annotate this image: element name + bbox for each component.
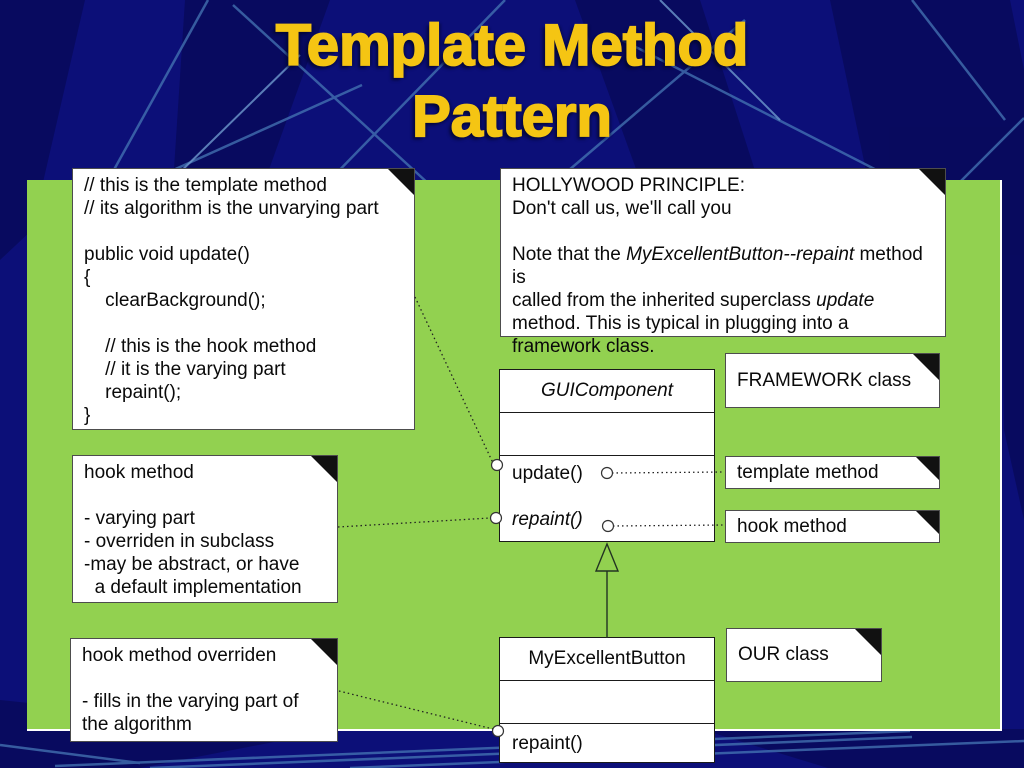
- class-name-myexcellentbutton: MyExcellentButton: [500, 638, 714, 681]
- note-line: clearBackground();: [84, 290, 266, 311]
- our-class-label: OUR class: [726, 628, 882, 682]
- note-line: hook method: [84, 462, 194, 483]
- hook-overridden-note-text: hook method overriden - fills in the var…: [71, 639, 337, 741]
- class-methods: update() repaint(): [500, 462, 714, 532]
- template-method-code-note: // this is the template method// its alg…: [72, 168, 415, 430]
- note-line: // this is the template method: [84, 175, 327, 196]
- class-methods: repaint(): [500, 732, 714, 756]
- note-line: public void update(): [84, 244, 250, 265]
- note-line: a default implementation: [84, 577, 302, 598]
- folded-corner-icon: [916, 511, 939, 534]
- hook-note-text: hook method - varying part- overriden in…: [73, 456, 337, 604]
- note-line: repaint();: [84, 382, 182, 403]
- class-box-myexcellentbutton: MyExcellentButton repaint(): [499, 637, 715, 763]
- page-title: Template Method Pattern: [0, 10, 1024, 152]
- note-line: [84, 220, 403, 243]
- note-line: method. This is typical in plugging into…: [512, 313, 849, 334]
- hollywood-note-text: HOLLYWOOD PRINCIPLE:Don't call us, we'll…: [501, 169, 945, 363]
- title-line-1: Template Method: [275, 12, 749, 79]
- hook-method-overridden-note: hook method overriden - fills in the var…: [70, 638, 338, 742]
- note-line: called from the inherited superclass upd…: [512, 290, 875, 311]
- folded-corner-icon: [855, 629, 881, 655]
- title-line-2: Pattern: [411, 83, 613, 150]
- template-method-label-text: template method: [737, 461, 879, 483]
- note-line: // this is the hook method: [84, 336, 317, 357]
- note-line: Don't call us, we'll call you: [512, 198, 732, 219]
- note-line: Note that the MyExcellentButton--repaint…: [512, 244, 929, 288]
- method-update: update(): [512, 463, 583, 484]
- framework-class-label-text: FRAMEWORK class: [737, 369, 912, 391]
- folded-corner-icon: [913, 354, 939, 380]
- our-class-label-text: OUR class: [738, 644, 829, 665]
- method-repaint-abstract: repaint(): [512, 509, 583, 530]
- hook-method-label: hook method: [725, 510, 940, 543]
- note-line: - fills in the varying part of: [82, 691, 299, 712]
- note-line: // its algorithm is the unvarying part: [84, 198, 379, 219]
- method-repaint: repaint(): [512, 733, 583, 754]
- note-line: hook method overriden: [82, 645, 277, 666]
- template-method-label: template method: [725, 456, 940, 489]
- note-line: - varying part: [84, 508, 195, 529]
- note-line: }: [84, 405, 91, 426]
- note-line: [512, 220, 934, 243]
- hollywood-principle-note: HOLLYWOOD PRINCIPLE:Don't call us, we'll…: [500, 168, 946, 357]
- background-bright-lines: [169, 0, 781, 183]
- code-note-text: // this is the template method// its alg…: [73, 169, 414, 432]
- class-box-guicomponent: GUIComponent update() repaint(): [499, 369, 715, 542]
- note-line: [84, 312, 403, 335]
- class-attributes-empty: [500, 681, 714, 724]
- note-line: - overriden in subclass: [84, 531, 275, 552]
- hook-method-note: hook method - varying part- overriden in…: [72, 455, 338, 603]
- note-line: [82, 667, 326, 690]
- note-line: framework class.: [512, 336, 655, 357]
- note-line: the algorithm: [82, 714, 192, 735]
- class-name-guicomponent: GUIComponent: [500, 370, 714, 413]
- note-line: [84, 484, 326, 507]
- folded-corner-icon: [916, 457, 939, 480]
- note-line: // it is the varying part: [84, 359, 286, 380]
- class-attributes-empty: [500, 413, 714, 456]
- note-line: {: [84, 267, 91, 288]
- note-line: -may be abstract, or have: [84, 554, 300, 575]
- note-line: HOLLYWOOD PRINCIPLE:: [512, 175, 745, 196]
- hook-method-label-text: hook method: [737, 515, 847, 537]
- framework-class-label: FRAMEWORK class: [725, 353, 940, 408]
